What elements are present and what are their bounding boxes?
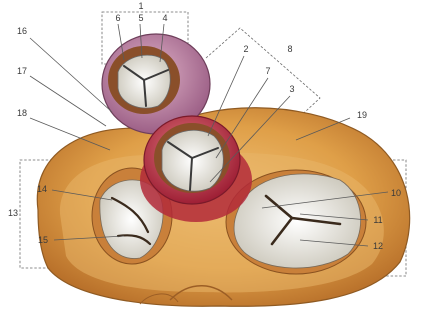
- label-15: 15: [38, 235, 48, 245]
- label-13: 13: [8, 208, 18, 218]
- label-10: 10: [391, 188, 401, 198]
- label-3: 3: [289, 84, 294, 94]
- label-12: 12: [373, 241, 383, 251]
- label-8: 8: [287, 44, 292, 54]
- label-16: 16: [17, 26, 27, 36]
- leader-17: [30, 76, 106, 126]
- label-14: 14: [37, 184, 47, 194]
- label-1: 1: [138, 1, 143, 11]
- label-11: 11: [373, 215, 382, 225]
- label-7: 7: [265, 66, 270, 76]
- label-17: 17: [17, 66, 27, 76]
- label-19: 19: [357, 110, 367, 120]
- leader-16: [30, 38, 112, 112]
- label-18: 18: [17, 108, 27, 118]
- label-2: 2: [243, 44, 248, 54]
- label-5: 5: [138, 13, 143, 23]
- label-4: 4: [162, 13, 167, 23]
- label-6: 6: [115, 13, 120, 23]
